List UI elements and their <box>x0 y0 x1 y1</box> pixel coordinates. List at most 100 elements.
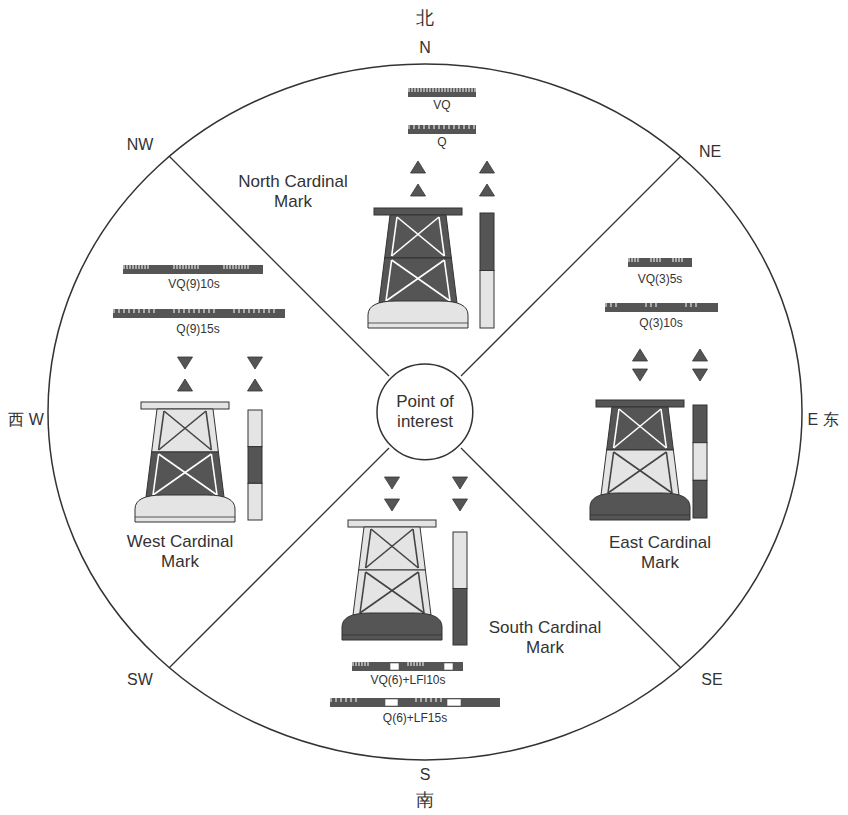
flash-tick <box>657 258 658 262</box>
flash-tick <box>412 88 413 92</box>
flash-tick <box>421 88 422 92</box>
flash-tick <box>254 309 255 313</box>
light-character-bar <box>408 88 476 97</box>
tower-platform <box>141 402 229 409</box>
tower-platform <box>374 208 462 215</box>
compass-label: N <box>419 39 431 57</box>
flash-tick <box>423 662 424 666</box>
tower-lattice <box>371 529 418 568</box>
waterline <box>368 323 468 324</box>
tower-lattice <box>153 454 159 495</box>
flash-tick <box>189 309 190 313</box>
flash-tick <box>430 88 431 92</box>
light-character: VQ(3)5s <box>638 273 683 287</box>
light-character: Q(6)+LF15s <box>383 712 447 726</box>
flash-tick <box>259 309 260 313</box>
flash-tick <box>204 309 205 313</box>
light-character-bar <box>352 662 463 671</box>
flash-tick <box>133 265 134 269</box>
flash-tick <box>638 258 639 262</box>
topmark-cone <box>693 349 708 361</box>
tower-section <box>601 450 679 495</box>
topmark-cone <box>693 369 708 381</box>
flash-tick <box>249 309 250 313</box>
flash-tick <box>194 309 195 313</box>
flash-tick <box>184 309 185 313</box>
light-character: VQ <box>433 99 450 113</box>
flash-tick <box>459 125 460 129</box>
tower-section <box>359 527 426 570</box>
tower-buoy <box>590 400 690 520</box>
flash-tick <box>439 88 440 92</box>
flash-tick <box>245 265 246 269</box>
tower-lattice <box>413 529 418 568</box>
tower-lattice <box>360 572 418 613</box>
light-character-bar <box>123 265 263 274</box>
spar-band <box>453 532 467 589</box>
bar-body <box>408 125 476 134</box>
flash-tick <box>417 662 418 666</box>
tower-lattice <box>164 411 211 450</box>
point-of-interest-circle: Point of interest <box>376 363 474 461</box>
buoy-hull <box>135 495 235 522</box>
flash-tick <box>368 662 369 666</box>
flash-tick <box>209 309 210 313</box>
tower-lattice <box>444 260 450 301</box>
flash-tick <box>124 265 125 269</box>
spar-band <box>480 271 494 329</box>
tower-section <box>353 570 431 615</box>
flash-tick <box>466 88 467 92</box>
tower-section <box>379 258 457 303</box>
waterline <box>135 517 235 518</box>
tower-lattice <box>614 409 619 448</box>
flash-tick <box>416 698 417 702</box>
tower-lattice <box>206 411 211 450</box>
topmark-cone <box>385 477 400 489</box>
spar-band <box>480 213 494 271</box>
flash-tick <box>676 258 677 262</box>
tower-platform <box>596 400 684 407</box>
flash-tick <box>336 698 337 702</box>
waterline <box>342 635 442 636</box>
flash-tick <box>230 265 231 269</box>
flash-tick <box>420 662 421 666</box>
tower-buoy <box>135 402 235 522</box>
flash-tick <box>239 309 240 313</box>
flash-tick <box>472 88 473 92</box>
flash-tick <box>129 309 130 313</box>
flash-tick <box>139 309 140 313</box>
flash-tick <box>274 309 275 313</box>
flash-tick <box>177 265 178 269</box>
flash-tick <box>174 309 175 313</box>
light-character-bar <box>113 309 285 318</box>
flash-tick <box>409 88 410 92</box>
spar-buoy <box>248 410 262 520</box>
tower-lattice <box>159 411 206 450</box>
flash-tick <box>356 698 357 702</box>
light-character: Q <box>437 136 446 150</box>
spar-band <box>248 447 262 484</box>
flash-tick <box>365 662 366 666</box>
tower-lattice <box>397 217 444 256</box>
flash-tick <box>463 88 464 92</box>
tower-lattice <box>418 572 424 613</box>
long-flash <box>390 663 399 670</box>
flash-tick <box>679 258 680 262</box>
tower-lattice <box>439 217 444 256</box>
mark-name: East Cardinal Mark <box>590 533 730 572</box>
spar-band <box>453 589 467 646</box>
flash-tick <box>356 662 357 666</box>
tower-lattice <box>619 409 666 448</box>
tower-lattice <box>608 452 666 493</box>
flash-tick <box>341 698 342 702</box>
flash-tick <box>424 125 425 129</box>
topmark-cone <box>178 357 193 369</box>
flash-tick <box>632 258 633 262</box>
tower-lattice <box>614 452 672 493</box>
topmark-cone <box>453 477 468 489</box>
flash-tick <box>183 265 184 269</box>
flash-tick <box>239 265 240 269</box>
compass-label: NE <box>699 143 721 161</box>
flash-tick <box>351 698 352 702</box>
tower-lattice <box>392 260 450 301</box>
